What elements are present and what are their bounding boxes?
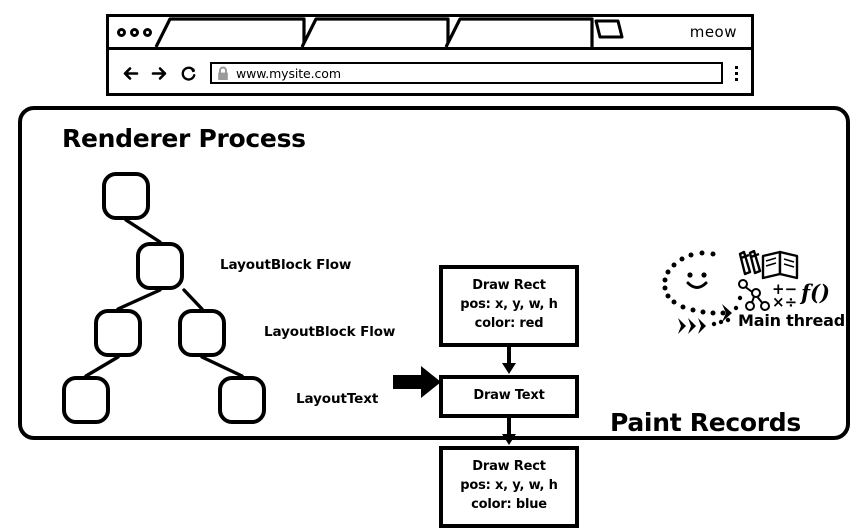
paint-record-3[interactable]: Draw Rect pos: x, y, w, h color: blue [439,446,579,528]
new-tab-icon [594,19,624,39]
minimize-dot-button[interactable] [130,27,139,37]
layout-node-text-1[interactable] [62,376,110,424]
record-line: color: red [474,315,544,331]
close-dot-button[interactable] [117,27,126,37]
browser-tab-2[interactable]: x [300,17,450,47]
reload-button[interactable] [177,62,199,84]
browser-menu-button[interactable] [729,62,743,84]
padlock-icon [216,66,230,81]
back-button[interactable] [119,62,141,84]
pencils-icon [738,250,762,276]
record-line: Draw Text [473,387,545,403]
main-thread-illustration: +− ×÷ f() [658,250,853,340]
paint-records-heading: Paint Records [610,408,801,437]
paint-record-1[interactable]: Draw Rect pos: x, y, w, h color: red [439,265,579,347]
browser-toolbar: www.mysite.com [109,50,751,96]
layout-tree-label-1: LayoutBlock Flow [220,257,352,273]
tab-title-redacted [195,25,281,39]
tab-close-button[interactable]: x [286,24,294,40]
record-connector-2 [439,418,579,446]
kebab-dot [734,71,738,75]
tab-list: x x [154,17,690,47]
thinking-face-icon [662,250,726,316]
tab-close-button[interactable]: x [574,24,582,40]
down-arrow-icon [502,346,516,374]
main-thread-label: Main thread [738,311,845,330]
browser-brand-label: meow [689,23,737,41]
layout-node-block-1[interactable] [136,242,184,290]
browser-window: x x [106,14,754,96]
kebab-dot [734,65,738,69]
browser-tab-1[interactable]: x [154,17,306,47]
layout-tree: LayoutBlock Flow LayoutBlock Flow Layout… [62,172,408,427]
flow-arrow [393,365,443,399]
layout-tree-label-3: LayoutText [296,391,379,407]
down-arrow-icon [502,418,516,446]
chevron-arrows-icon [678,295,743,334]
record-line: color: blue [471,497,547,513]
layout-node-root[interactable] [102,172,150,220]
svg-text:×÷: ×÷ [772,293,797,311]
node-graph-icon [738,279,770,311]
maximize-dot-button[interactable] [143,27,152,37]
record-line: pos: x, y, w, h [460,296,558,312]
record-line: Draw Rect [472,459,546,475]
right-arrow-icon [393,366,441,398]
tab-close-button[interactable]: x [430,24,438,40]
browser-tab-3[interactable]: x [444,17,594,47]
kebab-dot [734,77,738,81]
forward-button[interactable] [148,62,170,84]
page-title: Renderer Process [62,124,306,153]
new-tab-button[interactable] [594,17,624,39]
address-bar[interactable]: www.mysite.com [210,62,723,84]
paint-record-2[interactable]: Draw Text [439,374,579,419]
open-book-icon [761,250,799,280]
svg-text:+−: +− [772,280,797,298]
record-connector-1 [439,346,579,375]
record-line: Draw Rect [472,278,546,293]
paint-records-list: Draw Rect pos: x, y, w, h color: red Dra… [439,265,579,528]
svg-text:f(): f() [799,280,830,305]
record-line: pos: x, y, w, h [460,478,558,494]
tab-title-redacted [330,25,425,39]
layout-node-block-3[interactable] [178,309,226,357]
layout-node-block-2[interactable] [94,309,142,357]
renderer-process-panel: Renderer Process LayoutBlock Flow Layout… [18,106,853,528]
function-icon: f() [799,280,830,305]
url-text[interactable]: www.mysite.com [236,65,341,81]
math-symbols-icon: +− ×÷ [772,280,797,311]
layout-tree-edges [84,218,244,378]
reload-icon [181,66,195,81]
layout-node-text-2[interactable] [218,376,266,424]
layout-tree-label-2: LayoutBlock Flow [264,324,396,340]
tab-title-redacted [478,25,569,39]
tab-strip: x x [109,17,751,50]
forward-arrow-icon [151,66,166,80]
back-arrow-icon [123,66,138,80]
loading-spinner-icon [173,24,189,40]
window-controls [109,27,152,37]
